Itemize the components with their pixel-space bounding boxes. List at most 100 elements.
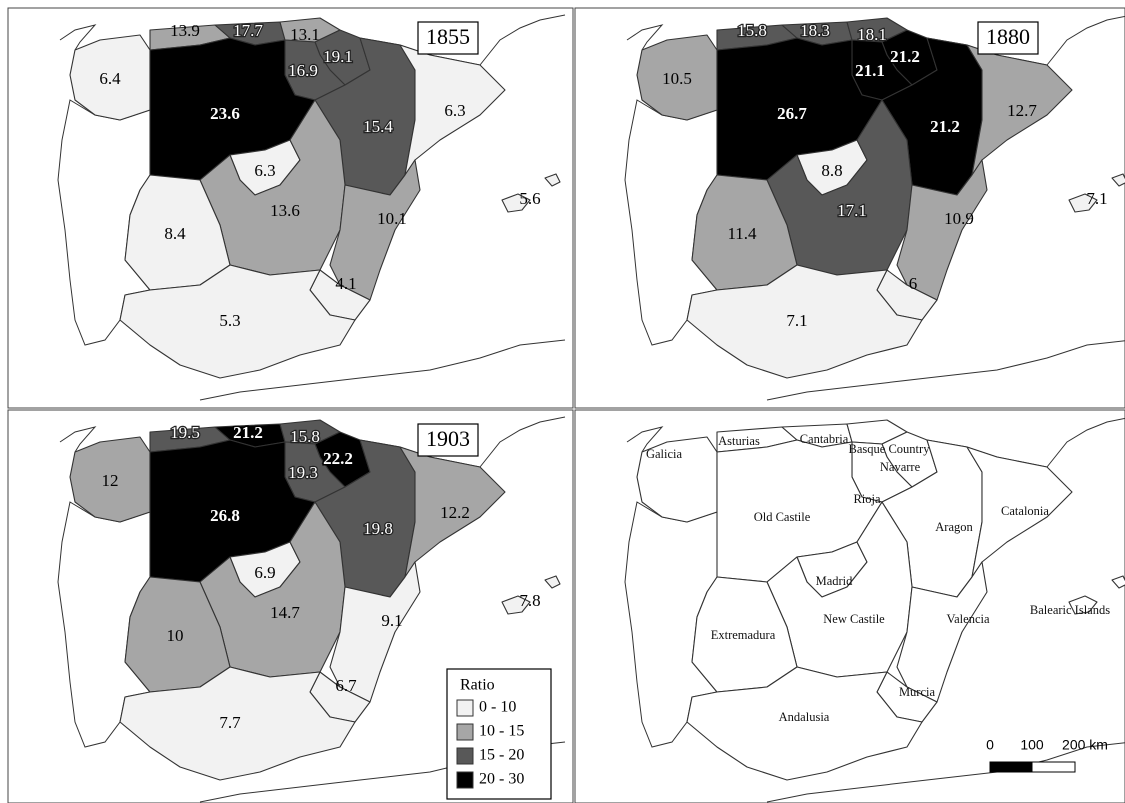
region-catalonia: [399, 44, 506, 176]
region-galicia: [69, 436, 151, 523]
value-label-navarre: 22.2: [323, 449, 353, 468]
region-name-extremadura: Extremadura: [711, 628, 776, 642]
value-label-asturias: 15.8: [737, 21, 767, 40]
region-valencia: [896, 159, 988, 301]
legend-label: 0 - 10: [479, 699, 516, 716]
year-box: [417, 21, 479, 55]
value-label-old_castile: 26.7: [777, 104, 807, 123]
region-valencia: [896, 561, 988, 703]
value-label-andalusia: 7.1: [786, 311, 807, 330]
region-name-valencia: Valencia: [946, 612, 989, 626]
region-galicia: [636, 34, 718, 121]
region-valencia: [329, 561, 421, 703]
region-andalusia: [686, 264, 923, 379]
legend-swatch: [456, 771, 474, 789]
region-balearic: [501, 575, 561, 615]
value-label-basque: 18.1: [857, 25, 887, 44]
region-name-basque: Basque Country: [849, 442, 931, 456]
region-name-new_castile: New Castile: [823, 612, 885, 626]
value-label-aragon: 21.2: [930, 117, 960, 136]
region-andalusia: [119, 264, 356, 379]
value-label-basque: 15.8: [290, 427, 320, 446]
value-label-new_castile: 17.1: [837, 201, 867, 220]
value-label-valencia: 10.9: [944, 209, 974, 228]
value-label-balearic: 5.6: [519, 189, 540, 208]
region-galicia: [69, 34, 151, 121]
region-name-aragon: Aragon: [935, 520, 973, 534]
value-label-cantabria: 17.7: [233, 21, 263, 40]
year-label: 1855: [426, 24, 470, 49]
value-label-aragon: 15.4: [363, 117, 393, 136]
value-label-rioja: 19.3: [288, 463, 318, 482]
scale-bar-segment: [1031, 761, 1076, 773]
legend-label: 10 - 15: [479, 723, 524, 740]
scale-bar-label: 0: [986, 737, 994, 753]
scale-bar: 0 100 200 km: [986, 737, 1108, 773]
value-label-extremadura: 10: [167, 626, 184, 645]
value-label-murcia: 4.1: [335, 274, 356, 293]
value-label-extremadura: 11.4: [727, 224, 757, 243]
value-label-madrid: 8.8: [821, 161, 842, 180]
value-label-andalusia: 7.7: [219, 713, 241, 732]
value-label-navarre: 19.1: [323, 47, 353, 66]
scale-bar-label: 100: [1020, 737, 1044, 753]
value-label-new_castile: 14.7: [270, 603, 300, 622]
year-label: 1903: [426, 426, 470, 451]
coastline: [59, 426, 97, 453]
value-label-catalonia: 12.7: [1007, 101, 1037, 120]
region-name-andalusia: Andalusia: [779, 710, 830, 724]
legend-swatch: [456, 747, 474, 765]
value-label-galicia: 6.4: [99, 69, 121, 88]
value-label-rioja: 16.9: [288, 61, 318, 80]
value-label-cantabria: 21.2: [233, 423, 263, 442]
region-name-navarre: Navarre: [880, 460, 921, 474]
scale-bar-label: 200 km: [1062, 737, 1108, 753]
value-label-murcia: 6.7: [335, 676, 357, 695]
region-name-madrid: Madrid: [816, 574, 854, 588]
region-catalonia: [966, 44, 1073, 176]
region-name-rioja: Rioja: [853, 492, 881, 506]
value-label-galicia: 10.5: [662, 69, 692, 88]
africa-coast: [766, 742, 1125, 803]
legend-swatch: [456, 699, 474, 717]
coastline: [59, 24, 97, 51]
value-label-catalonia: 6.3: [444, 101, 465, 120]
value-label-new_castile: 13.6: [270, 201, 300, 220]
value-label-navarre: 21.2: [890, 47, 920, 66]
coastline: [626, 426, 664, 453]
region-balearic: [1068, 575, 1125, 615]
region-name-galicia: Galicia: [646, 447, 683, 461]
region-name-old_castile: Old Castile: [754, 510, 811, 524]
year-box: [417, 423, 479, 457]
value-label-extremadura: 8.4: [164, 224, 186, 243]
value-label-balearic: 7.8: [519, 591, 540, 610]
region-name-murcia: Murcia: [899, 685, 936, 699]
region-name-balearic: Balearic Islands: [1030, 603, 1110, 617]
scale-bar-segment: [989, 761, 1033, 773]
value-label-asturias: 19.5: [170, 423, 200, 442]
year-label: 1880: [986, 24, 1030, 49]
value-label-old_castile: 26.8: [210, 506, 240, 525]
value-label-madrid: 6.3: [254, 161, 275, 180]
value-label-valencia: 9.1: [381, 611, 402, 630]
legend-label: 20 - 30: [479, 771, 524, 788]
value-label-balearic: 7.1: [1086, 189, 1107, 208]
year-box: [977, 21, 1039, 55]
region-andalusia: [119, 666, 356, 781]
legend-title: Ratio: [460, 677, 495, 694]
region-name-cantabria: Cantabria: [800, 432, 849, 446]
value-label-valencia: 10.1: [377, 209, 407, 228]
value-label-rioja: 21.1: [855, 61, 885, 80]
region-catalonia: [399, 446, 506, 578]
legend-swatch: [456, 723, 474, 741]
region-galicia: [636, 436, 718, 523]
value-label-aragon: 19.8: [363, 519, 393, 538]
value-label-andalusia: 5.3: [219, 311, 240, 330]
